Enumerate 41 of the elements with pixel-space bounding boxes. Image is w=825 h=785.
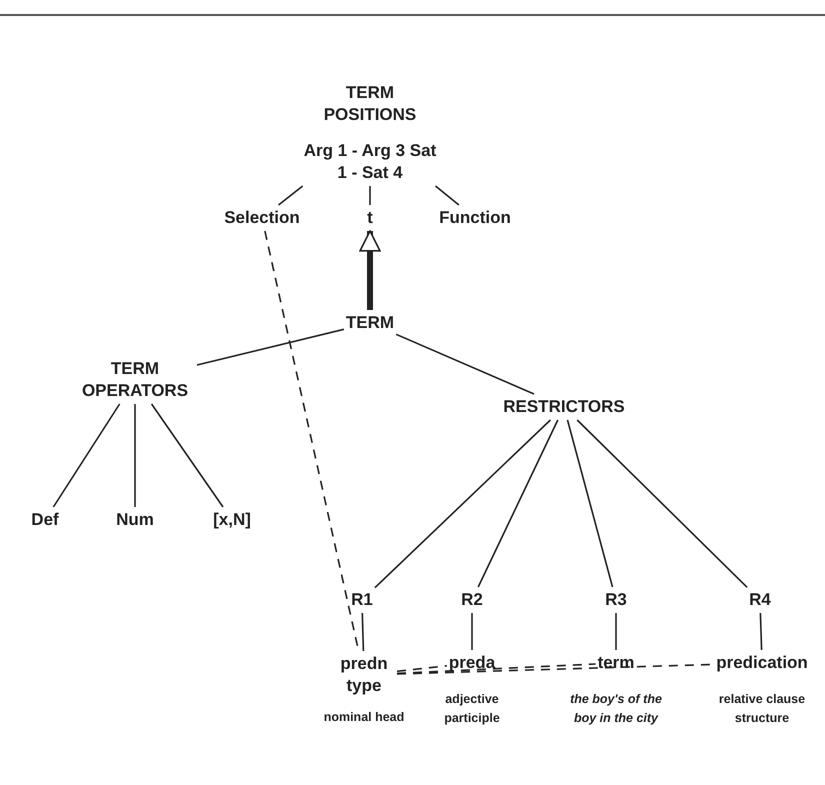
- dashed-line: [396, 663, 596, 674]
- tree-branch: [471, 613, 473, 650]
- tree-label: R3: [605, 589, 627, 611]
- tree-label: R4: [749, 589, 771, 611]
- tree-branch: [362, 612, 364, 652]
- tree-label: R2: [461, 589, 483, 611]
- tree-branch: [760, 612, 762, 650]
- tree-branch: [435, 185, 460, 206]
- tree-label: t: [367, 207, 373, 229]
- tree-branch: [566, 420, 614, 588]
- tree-branch: [615, 613, 617, 650]
- caption-text: adjective participle: [443, 691, 501, 727]
- tree-branch: [374, 419, 551, 588]
- tree-branch: [396, 334, 534, 395]
- tree-label: RESTRICTORS: [503, 396, 625, 418]
- dashed-line: [396, 665, 447, 672]
- tree-branch: [150, 404, 224, 508]
- caption-text: the boy's of the boy in the city: [569, 691, 663, 727]
- tree-label: TERM: [346, 312, 394, 334]
- tree-branch: [196, 328, 344, 366]
- tree-label: [x,N]: [213, 509, 251, 531]
- tree-label: predn type: [333, 653, 395, 697]
- tree-branch: [477, 420, 559, 588]
- tree-label: Def: [31, 509, 59, 531]
- tree-branch: [369, 186, 371, 205]
- tree-branch: [576, 419, 748, 588]
- tree-branch: [278, 185, 304, 206]
- tree-branch: [52, 404, 120, 508]
- tree-label: Function: [439, 207, 511, 229]
- tree-branch: [134, 404, 136, 507]
- caption-text: relative clause structure: [718, 691, 806, 727]
- arrow: [359, 230, 381, 310]
- caption-text: nominal head: [322, 709, 406, 726]
- tree-label: Selection: [224, 207, 300, 229]
- tree-label: Arg 1 - Arg 3 Sat 1 - Sat 4: [302, 140, 438, 184]
- tree-label: preda: [448, 652, 496, 674]
- tree-label: TERM OPERATORS: [75, 358, 195, 402]
- tree-label: Num: [116, 509, 154, 531]
- tree-label: predication: [716, 652, 808, 674]
- tree-label: R1: [351, 589, 373, 611]
- heading-text: TERM POSITIONS: [322, 82, 418, 126]
